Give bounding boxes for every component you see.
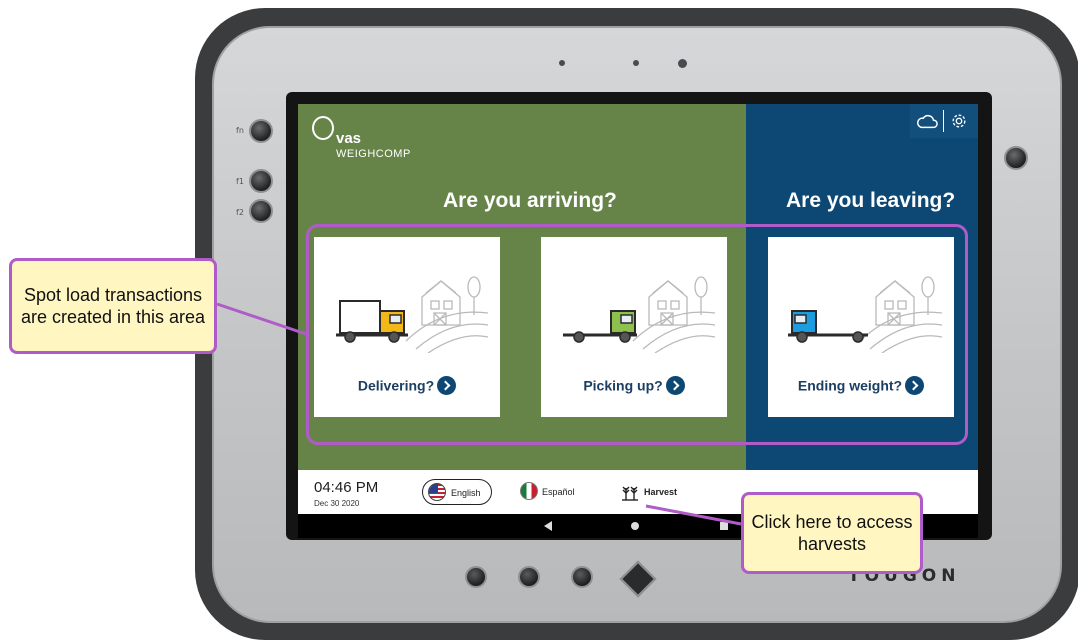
home-icon[interactable] bbox=[631, 522, 639, 530]
logo-name: vas bbox=[336, 130, 362, 147]
arriving-heading: Are you arriving? bbox=[443, 189, 617, 212]
espanol-label: Español bbox=[542, 487, 575, 497]
ending-weight-label: Ending weight? bbox=[797, 377, 903, 394]
power-button[interactable] bbox=[1004, 146, 1028, 170]
chevron-right-icon[interactable] bbox=[665, 376, 685, 395]
f1-label: f1 bbox=[236, 177, 244, 186]
mexico-flag-icon bbox=[520, 482, 538, 500]
app-screen: vas WEIGHCOMP Are you arriving? Are you … bbox=[298, 104, 978, 514]
clock-time: 04:46 PM bbox=[314, 479, 379, 496]
delivering-label: Delivering? bbox=[357, 377, 435, 394]
us-flag-icon bbox=[428, 483, 446, 501]
volume-up-button[interactable] bbox=[571, 566, 593, 588]
logo-subtitle: WEIGHCOMP bbox=[336, 148, 411, 160]
harvest-callout-text: Click here to access harvests bbox=[751, 512, 913, 554]
picking-up-card[interactable]: Picking up? bbox=[541, 237, 727, 417]
swirl-logo-icon bbox=[312, 116, 334, 140]
volume-mute-button[interactable] bbox=[465, 566, 487, 588]
chevron-right-icon[interactable] bbox=[437, 376, 457, 395]
camera-icon bbox=[678, 59, 687, 68]
icon-divider bbox=[943, 110, 944, 132]
wheat-icon bbox=[622, 486, 638, 501]
sensor-dot bbox=[633, 60, 639, 66]
chevron-right-icon[interactable] bbox=[905, 376, 925, 395]
recent-apps-icon[interactable] bbox=[720, 522, 728, 530]
volume-down-button[interactable] bbox=[518, 566, 540, 588]
harvest-button[interactable]: Harvest bbox=[618, 479, 686, 505]
spot-load-highlight bbox=[306, 224, 968, 445]
clock-date: Dec 30 2020 bbox=[314, 499, 360, 508]
leaving-heading: Are you leaving? bbox=[786, 189, 956, 212]
picking-up-label: Picking up? bbox=[583, 377, 663, 394]
ending-weight-card[interactable]: Ending weight? bbox=[768, 237, 954, 417]
sensor-dot bbox=[559, 60, 565, 66]
harvest-label: Harvest bbox=[644, 487, 678, 497]
language-espanol-button[interactable]: Español bbox=[518, 479, 588, 505]
f2-label: f2 bbox=[236, 208, 244, 217]
pickup-truck-farm-illustration bbox=[563, 276, 715, 353]
top-icon-bar bbox=[910, 104, 978, 138]
spot-load-callout: Spot load transactions are created in th… bbox=[9, 258, 217, 354]
back-icon[interactable] bbox=[544, 521, 552, 531]
gear-icon[interactable] bbox=[950, 112, 968, 130]
f1-button[interactable] bbox=[249, 169, 273, 193]
ending-truck-farm-illustration bbox=[788, 276, 942, 353]
delivery-truck-farm-illustration bbox=[336, 276, 488, 353]
harvest-callout: Click here to access harvests bbox=[741, 492, 923, 574]
language-english-button[interactable]: English bbox=[422, 479, 492, 505]
f2-button[interactable] bbox=[249, 199, 273, 223]
fn-label: fn bbox=[236, 126, 244, 135]
footer-bar: 04:46 PM Dec 30 2020 English Español Har… bbox=[298, 470, 978, 514]
spot-load-callout-text: Spot load transactions are created in th… bbox=[20, 285, 206, 327]
fn-button[interactable] bbox=[249, 119, 273, 143]
english-label: English bbox=[451, 488, 481, 498]
cloud-icon[interactable] bbox=[916, 112, 938, 130]
delivering-card[interactable]: Delivering? bbox=[314, 237, 500, 417]
